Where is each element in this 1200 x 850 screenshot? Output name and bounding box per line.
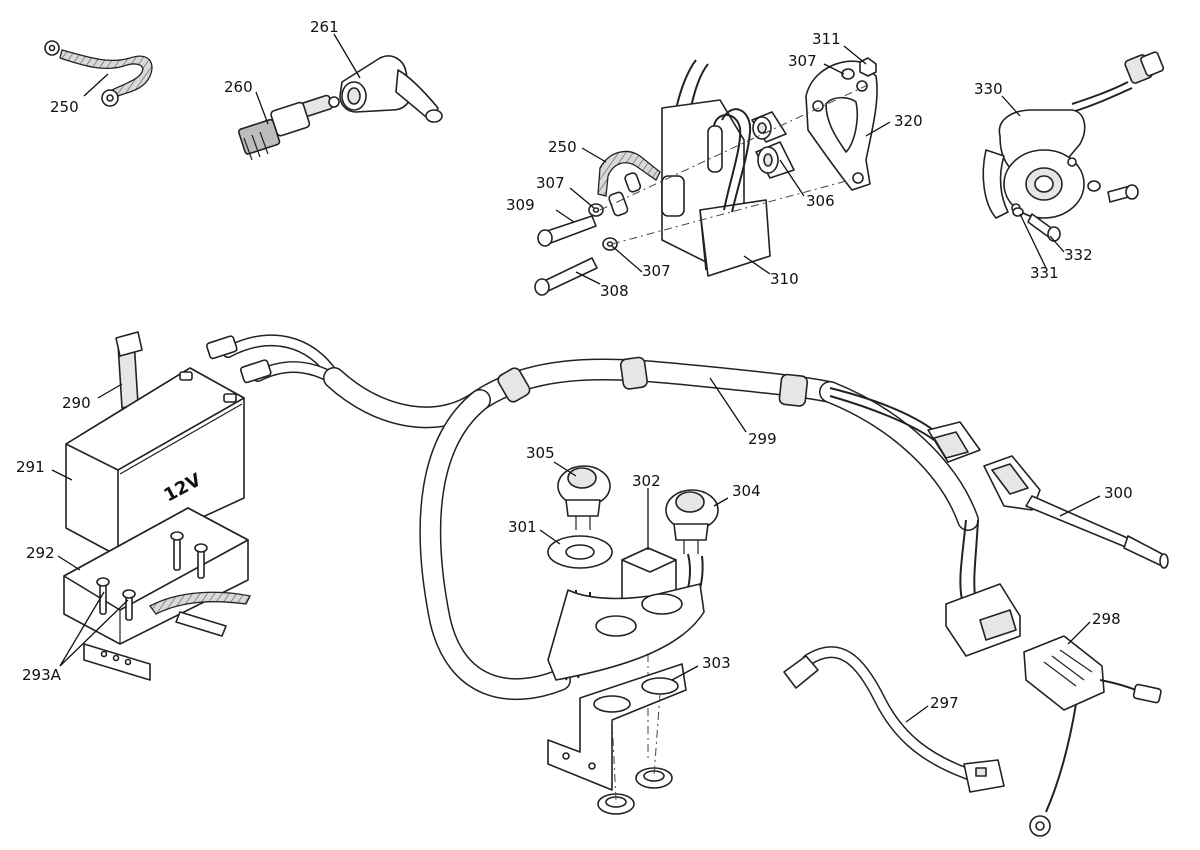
callout-labels: 250 260 261 311 307 320 250 307 309 306 …	[16, 18, 1133, 712]
callout-293a: 293A	[22, 666, 62, 684]
battery-tray-292	[63, 507, 251, 681]
callout-307-mid: 307	[536, 174, 565, 192]
pickup-stator-330	[982, 51, 1165, 242]
callout-304: 304	[732, 482, 761, 500]
callout-306: 306	[806, 192, 835, 210]
callout-308: 308	[600, 282, 629, 300]
callout-320: 320	[894, 112, 923, 130]
callout-302: 302	[632, 472, 661, 490]
battery-291: 12V	[65, 331, 245, 557]
sensor-300	[983, 455, 1169, 569]
callout-309: 309	[506, 196, 535, 214]
power-connector-plugs	[945, 583, 1162, 837]
callout-332: 332	[1064, 246, 1093, 264]
callout-307-low: 307	[642, 262, 671, 280]
spark-plug-cap-261	[339, 55, 443, 123]
spark-plug-260	[237, 94, 340, 161]
ignition-coil-assembly	[534, 57, 878, 296]
callout-261: 261	[310, 18, 339, 36]
callout-301: 301	[508, 518, 537, 536]
callout-291: 291	[16, 458, 45, 476]
callout-330: 330	[974, 80, 1003, 98]
callout-310: 310	[770, 270, 799, 288]
callout-299: 299	[748, 430, 777, 448]
callout-297: 297	[930, 694, 959, 712]
callout-303: 303	[702, 654, 731, 672]
callout-290: 290	[62, 394, 91, 412]
callout-331: 331	[1030, 264, 1059, 282]
callout-250-coil: 250	[548, 138, 577, 156]
callout-292: 292	[26, 544, 55, 562]
main-wiring-harness-299	[205, 334, 981, 701]
ground-strap-250	[44, 40, 153, 107]
callout-260: 260	[224, 78, 253, 96]
callout-300: 300	[1104, 484, 1133, 502]
callout-leaders	[51, 33, 1101, 723]
callout-298: 298	[1092, 610, 1121, 628]
callout-305: 305	[526, 444, 555, 462]
callout-307-top: 307	[788, 52, 817, 70]
switch-bracket-303	[547, 583, 705, 815]
callout-311: 311	[812, 30, 841, 48]
callout-250-strap: 250	[50, 98, 79, 116]
lead-297	[783, 646, 1005, 793]
